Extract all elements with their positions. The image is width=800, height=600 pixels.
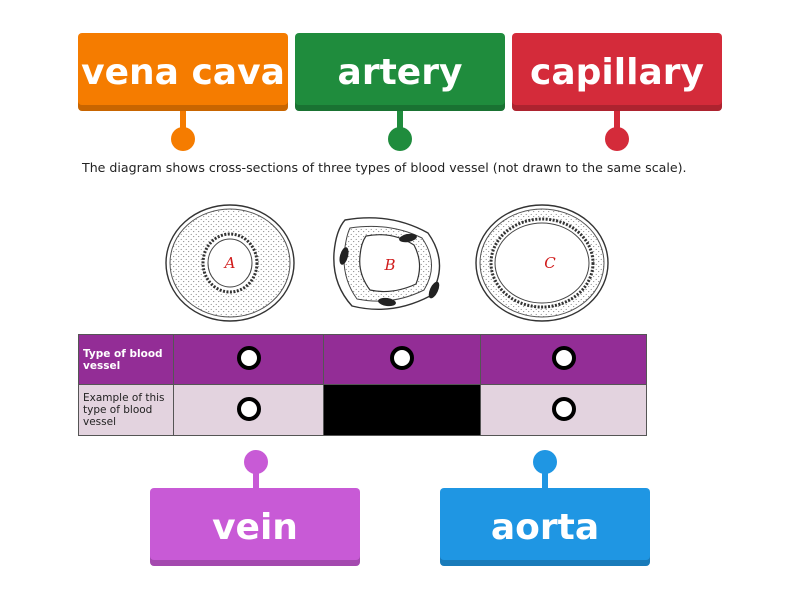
tile-artery-pin-stem: [397, 111, 403, 133]
tile-artery-label: artery: [337, 51, 463, 93]
drop-target-type-a[interactable]: [236, 346, 261, 370]
table-row-type: Type of blood vessel: [78, 334, 647, 385]
vessel-b-cross-section: [333, 217, 441, 310]
tile-capillary-label: capillary: [530, 51, 704, 93]
tile-vein-pin-stem: [253, 470, 259, 490]
vessel-table: Type of blood vessel Example of this typ…: [78, 334, 647, 436]
drop-target-example-c[interactable]: [551, 396, 576, 421]
drop-target-example-a[interactable]: [236, 396, 261, 421]
tile-capillary[interactable]: capillary: [512, 33, 722, 111]
table-row-example: Example of this type of blood vessel: [78, 384, 647, 436]
drop-cell-type-c: [480, 334, 647, 385]
tile-artery[interactable]: artery: [295, 33, 505, 111]
tile-capillary-pin-stem: [614, 111, 620, 133]
tile-capillary-pin[interactable]: [605, 127, 629, 151]
tile-vein[interactable]: vein: [150, 488, 360, 566]
vessel-a-label: A: [223, 254, 236, 272]
row-label-type: Type of blood vessel: [78, 334, 174, 385]
vessel-b-label: B: [383, 256, 395, 274]
tile-vena-cava-pin[interactable]: [171, 127, 195, 151]
blocked-cell-example-b: [323, 384, 481, 436]
vessel-c-label: C: [544, 254, 556, 272]
tile-aorta[interactable]: aorta: [440, 488, 650, 566]
drop-cell-type-a: [173, 334, 324, 385]
diagram-caption: The diagram shows cross-sections of thre…: [82, 160, 687, 175]
tile-vena-cava[interactable]: vena cava: [78, 33, 288, 111]
tile-vein-label: vein: [212, 506, 298, 548]
drop-target-type-b[interactable]: [390, 346, 414, 370]
row-label-example: Example of this type of blood vessel: [78, 384, 174, 436]
drop-cell-example-c: [480, 384, 647, 436]
tile-vena-cava-pin-stem: [180, 111, 186, 133]
drop-target-type-c[interactable]: [551, 346, 576, 370]
vessel-a-cross-section: [165, 204, 295, 322]
drop-cell-example-a: [173, 384, 324, 436]
tile-aorta-pin-stem: [542, 470, 548, 490]
tile-aorta-label: aorta: [490, 506, 600, 548]
drop-cell-type-b: [323, 334, 481, 385]
blood-vessel-diagram: A B C: [165, 204, 609, 322]
tile-vena-cava-label: vena cava: [81, 51, 285, 93]
tile-artery-pin[interactable]: [388, 127, 412, 151]
vessel-c-cross-section: [475, 204, 609, 322]
